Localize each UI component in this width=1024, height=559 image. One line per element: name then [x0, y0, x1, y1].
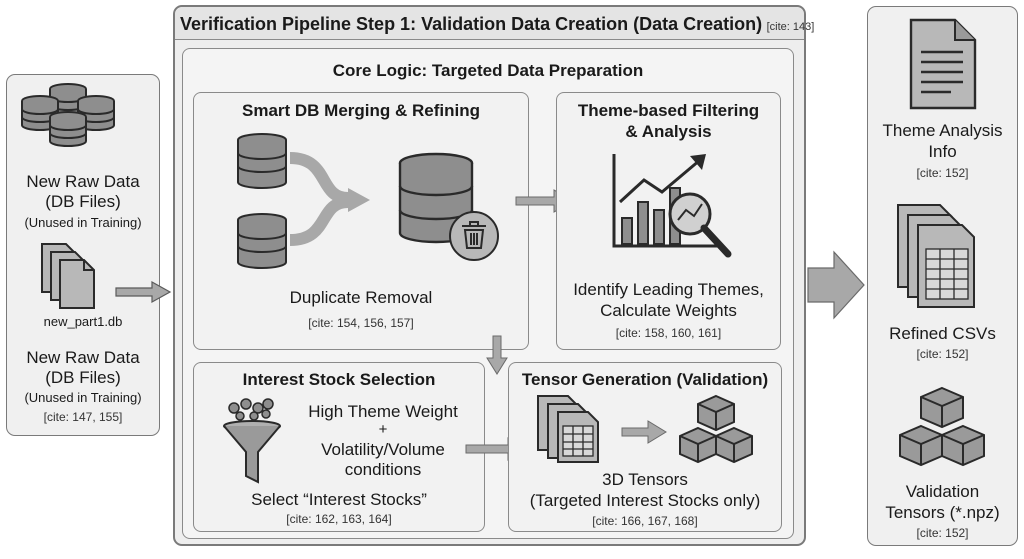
interest-caption: Select “Interest Stocks”	[251, 490, 427, 509]
db-merge-caption: Duplicate Removal	[289, 288, 433, 307]
db-merge-cite: [cite: 154, 156, 157]	[308, 316, 414, 330]
theme-info-label-2: Info	[928, 142, 957, 161]
main-title-text: Verification Pipeline Step 1: Validation…	[180, 14, 763, 34]
funnel-icon	[223, 398, 281, 484]
theme-filter-title-2: & Analysis	[625, 122, 712, 141]
theme-filter-cite: [cite: 158, 160, 161]	[615, 326, 722, 340]
main-title-bar	[175, 7, 804, 40]
raw-data2-label-1: New Raw Data	[26, 348, 140, 367]
db-files-icon	[41, 243, 95, 309]
theme-filter-caption-2: Calculate Weights	[600, 301, 737, 320]
tensor-caption-1: 3D Tensors	[602, 470, 688, 489]
db-merge-title: Smart DB Merging & Refining	[241, 101, 480, 120]
interest-cond-2: Volatility/Volume	[321, 440, 445, 459]
left-cite: [cite: 147, 155]	[43, 410, 123, 424]
raw-data2-label-3: (Unused in Training)	[24, 390, 142, 405]
tensor-caption-2: (Targeted Interest Stocks only)	[529, 491, 761, 510]
csv-label: Refined CSVs	[889, 324, 996, 343]
arrow-down-to-tensor	[486, 335, 508, 375]
tensor-cite: [cite: 166, 167, 168]	[592, 514, 698, 528]
validation-tensor-icon	[899, 386, 985, 467]
chart-analysis-icon	[612, 154, 732, 258]
raw-data2-label-2: (DB Files)	[45, 368, 121, 387]
raw-data-label-1: New Raw Data	[26, 172, 140, 191]
cube-stack-icon	[679, 394, 753, 464]
theme-filter-title-1: Theme-based Filtering	[577, 101, 760, 120]
theme-info-cite: [cite: 152]	[916, 166, 969, 180]
interest-cond-3: conditions	[344, 460, 422, 479]
arrow-main-to-output	[807, 250, 865, 320]
validation-tensor-label-1: Validation	[905, 482, 980, 501]
database-stack-icon	[21, 83, 115, 148]
tensor-generation-title: Tensor Generation (Validation)	[521, 370, 769, 389]
document-icon	[909, 18, 977, 110]
file-name-label: new_part1.db	[43, 314, 123, 329]
interest-plus: +	[378, 421, 388, 438]
arrow-csv-to-cubes	[621, 420, 667, 444]
validation-tensor-label-2: Tensors (*.npz)	[885, 503, 1000, 522]
csv-files-icon	[537, 395, 599, 463]
main-title-cite: [cite: 143]	[766, 21, 815, 33]
arrow-input-to-main	[115, 280, 172, 304]
database-merge-icon	[237, 133, 499, 270]
csv-cite: [cite: 152]	[916, 347, 969, 361]
interest-cond-1: High Theme Weight	[308, 402, 458, 421]
interest-cite: [cite: 162, 163, 164]	[286, 512, 392, 526]
raw-data-label-3: (Unused in Training)	[24, 215, 142, 230]
interest-stock-title: Interest Stock Selection	[242, 370, 436, 389]
core-logic-title: Core Logic: Targeted Data Preparation	[332, 61, 644, 80]
theme-filter-caption-1: Identify Leading Themes,	[573, 280, 764, 299]
validation-tensor-cite: [cite: 152]	[916, 526, 969, 540]
csv-stack-icon	[897, 204, 975, 308]
raw-data-label-2: (DB Files)	[45, 192, 121, 211]
theme-filter-box	[556, 92, 781, 350]
theme-info-label-1: Theme Analysis	[882, 121, 1003, 140]
main-title: Verification Pipeline Step 1: Validation…	[180, 14, 814, 35]
